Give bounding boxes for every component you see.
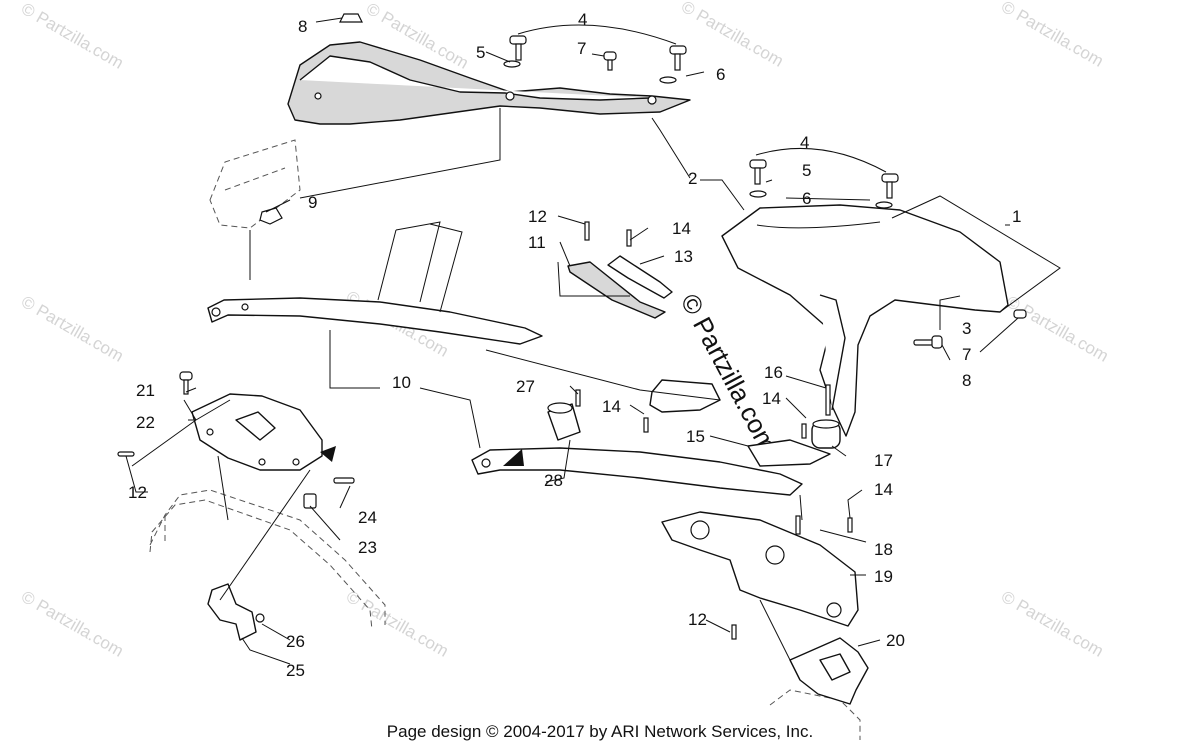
copyright-footer: Page design © 2004-2017 by ARI Network S… bbox=[386, 722, 814, 741]
callout-7: 7 bbox=[962, 345, 971, 364]
callout-21: 21 bbox=[136, 381, 155, 400]
callout-7: 7 bbox=[577, 39, 586, 58]
callout-12: 12 bbox=[528, 207, 547, 226]
callout-14: 14 bbox=[672, 219, 691, 238]
callout-8: 8 bbox=[962, 371, 971, 390]
locator-arrow-icon bbox=[320, 446, 336, 462]
watermark: © Partzilla.com bbox=[18, 0, 127, 73]
callout-28: 28 bbox=[544, 471, 563, 490]
bracket-11 bbox=[567, 261, 666, 319]
plate-25 bbox=[207, 583, 265, 641]
callout-20: 20 bbox=[886, 631, 905, 650]
locator-arrow-icon bbox=[503, 449, 524, 466]
callout-11: 11 bbox=[528, 233, 546, 252]
spool-28 bbox=[547, 402, 581, 441]
watermark: © Partzilla.com bbox=[998, 0, 1107, 71]
fasteners bbox=[117, 13, 1027, 640]
callout-17: 17 bbox=[874, 451, 893, 470]
callout-23: 23 bbox=[358, 538, 377, 557]
callout-1: 1 bbox=[1012, 207, 1021, 226]
watermark: © Partzilla.com bbox=[18, 292, 127, 366]
plate-20 bbox=[789, 637, 869, 705]
callout-18: 18 bbox=[874, 540, 893, 559]
bumper-17 bbox=[811, 419, 841, 449]
callout-25: 25 bbox=[286, 661, 305, 680]
callout-10: 10 bbox=[392, 373, 411, 392]
mount-bracket-22 bbox=[191, 393, 336, 471]
callout-13: 13 bbox=[674, 247, 693, 266]
callout-14: 14 bbox=[762, 389, 781, 408]
callout-5: 5 bbox=[476, 43, 485, 62]
callout-27: 27 bbox=[516, 377, 535, 396]
callout-14: 14 bbox=[874, 480, 893, 499]
watermark: © Partzilla.com bbox=[1003, 292, 1112, 366]
watermark: © Partzilla.com bbox=[998, 587, 1107, 661]
bracket-13 bbox=[607, 255, 673, 299]
skid-plate-19 bbox=[661, 511, 859, 627]
callout-4: 4 bbox=[578, 10, 587, 29]
side-panel-right bbox=[721, 204, 1009, 437]
callout-19: 19 bbox=[874, 567, 893, 586]
callout-4: 4 bbox=[800, 133, 809, 152]
callout-6: 6 bbox=[802, 189, 811, 208]
callout-12: 12 bbox=[688, 610, 707, 629]
callout-15: 15 bbox=[686, 427, 705, 446]
leader-lines bbox=[125, 17, 1061, 665]
rail-lower bbox=[471, 447, 803, 496]
callout-8: 8 bbox=[298, 17, 307, 36]
callout-5: 5 bbox=[802, 161, 811, 180]
callout-16: 16 bbox=[764, 363, 783, 382]
callout-2: 2 bbox=[688, 169, 697, 188]
watermark: © Partzilla.com bbox=[678, 0, 787, 71]
rail-left bbox=[207, 297, 543, 345]
callout-14: 14 bbox=[602, 397, 621, 416]
callout-12: 12 bbox=[128, 483, 147, 502]
callouts: 8 4 5 7 6 2 4 5 6 1 9 12 11 14 13 3 7 8 … bbox=[128, 10, 1021, 680]
watermark: © Partzilla.com bbox=[18, 587, 127, 661]
callout-24: 24 bbox=[358, 508, 377, 527]
callout-22: 22 bbox=[136, 413, 155, 432]
callout-6: 6 bbox=[716, 65, 725, 84]
callout-26: 26 bbox=[286, 632, 305, 651]
callout-3: 3 bbox=[962, 319, 971, 338]
side-panel-left bbox=[287, 41, 691, 125]
callout-9: 9 bbox=[308, 193, 317, 212]
